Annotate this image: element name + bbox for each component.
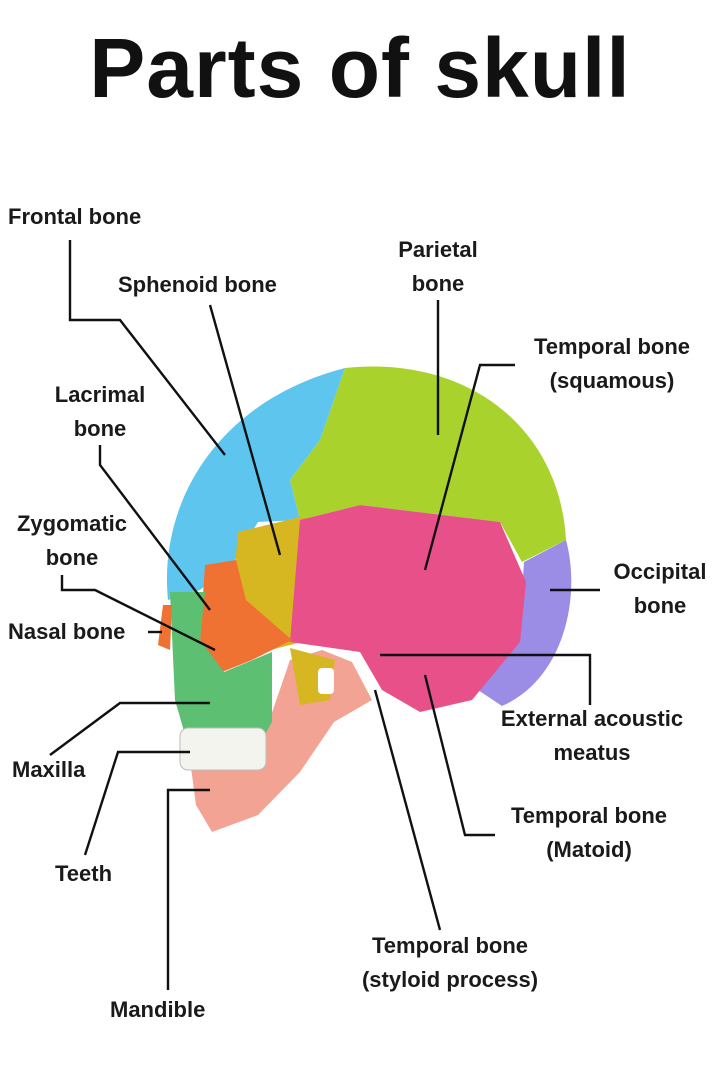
leader-lacrimal (98, 445, 211, 611)
label-line: (Matoid) (546, 837, 632, 862)
leader-sphenoid (208, 304, 282, 556)
nasal-bone (158, 605, 172, 650)
leader-teeth (83, 750, 190, 856)
label-line: Occipital (613, 559, 707, 584)
label-line: bone (45, 545, 99, 570)
label-line: (squamous) (549, 368, 675, 393)
zygomatic-bone (200, 560, 292, 672)
label-line: Zygomatic (16, 511, 128, 536)
label-line: bone (411, 271, 465, 296)
label-line: bone (633, 593, 687, 618)
label-line: Temporal bone (533, 334, 691, 359)
label-occipital-bone: Occipital bone (614, 555, 707, 623)
leader-temporal-mastoid (423, 674, 495, 837)
page-title: Parts of skull (89, 21, 631, 115)
label-teeth: Teeth (55, 861, 113, 886)
maxilla-bone (170, 592, 272, 752)
label-lacrimal-bone: Lacrimal bone (55, 378, 146, 446)
leader-frontal (68, 240, 226, 456)
ear-canal-highlight (318, 668, 334, 694)
label-maxilla: Maxilla (12, 757, 86, 782)
label-temporal-styloid: Temporal bone (styloid process) (362, 929, 538, 997)
skull-bones (158, 366, 572, 832)
label-zygomatic-bone: Zygomatic bone (17, 507, 127, 575)
leader-zygomatic (60, 575, 216, 652)
label-nasal-bone: Nasal bone (8, 619, 126, 644)
label-line: meatus (553, 740, 631, 765)
parietal-bone (290, 366, 566, 562)
label-parietal-bone: Parietal bone (398, 233, 478, 301)
temporal-bone (290, 505, 526, 712)
label-line: Parietal (398, 237, 478, 262)
label-line: External acoustic (500, 706, 684, 731)
frontal-bone (166, 368, 345, 600)
leader-external-acoustic (380, 653, 592, 705)
leader-lines (49, 240, 600, 990)
label-frontal-bone: Frontal bone (8, 204, 142, 229)
label-mandible: Mandible (110, 997, 206, 1022)
label-line: Temporal bone (371, 933, 529, 958)
label-line: Lacrimal (54, 382, 146, 407)
teeth (179, 727, 267, 771)
label-line: (styloid process) (361, 967, 539, 992)
label-external-acoustic-meatus: External acoustic meatus (501, 702, 683, 770)
leader-temporal-squamous (423, 363, 515, 571)
leader-mandible (166, 788, 210, 990)
label-temporal-mastoid: Temporal bone (Matoid) (511, 799, 667, 867)
label-sphenoid-bone: Sphenoid bone (118, 272, 277, 297)
leader-maxilla (49, 701, 210, 756)
label-temporal-squamous: Temporal bone (squamous) (534, 330, 690, 398)
leader-temporal-styloid (373, 689, 442, 931)
label-line: Temporal bone (510, 803, 668, 828)
label-line: bone (73, 416, 127, 441)
